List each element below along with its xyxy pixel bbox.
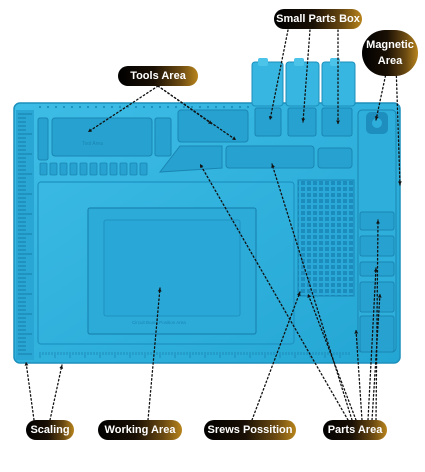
arrowhead-icon <box>376 220 380 224</box>
arrowhead-icon <box>307 294 312 298</box>
arrowhead-icon <box>374 116 379 120</box>
screws-grid <box>297 179 355 297</box>
label-magnetic-area: Magnetic Area <box>362 30 418 76</box>
arrowhead-icon <box>336 120 340 124</box>
arrowhead-icon <box>208 120 212 124</box>
working-area-embossed: Circuit Board Position Area <box>132 320 186 325</box>
arrowhead-icon <box>157 288 162 292</box>
scaling-ruler <box>16 110 34 360</box>
working-area <box>37 181 295 345</box>
parts-area <box>359 211 395 353</box>
arrowhead-icon <box>59 365 64 369</box>
label-magnetic-line2: Area <box>377 55 403 67</box>
label-small-parts-box: Small Parts Box <box>274 9 362 29</box>
label-magnetic-line1: Magnetic <box>366 39 414 51</box>
arrowhead-icon <box>271 164 275 168</box>
arrowhead-icon <box>24 362 29 366</box>
arrowhead-icon <box>397 181 402 185</box>
arrowhead-icon <box>296 292 301 296</box>
tools-area-compartments <box>37 107 353 161</box>
arrowhead-icon <box>232 136 236 140</box>
arrowhead-icon <box>377 294 382 298</box>
arrowhead-icon <box>354 330 359 334</box>
angled-slot <box>158 145 223 173</box>
label-parts-area: Parts Area <box>323 420 387 440</box>
label-tools-area: Tools Area <box>118 66 198 86</box>
tools-area-embossed: Tool Area <box>82 141 103 147</box>
label-scaling: Scaling <box>26 420 74 440</box>
arrowhead-icon <box>200 164 204 168</box>
label-working-area: Working Area <box>98 420 182 440</box>
arrowhead-icon <box>268 116 273 120</box>
arrowhead-icon <box>301 118 306 122</box>
arrowhead-icon <box>373 268 378 272</box>
arrowhead-icon <box>88 128 92 132</box>
label-screws-position: Srews Possition <box>204 420 296 440</box>
small-parts-boxes <box>251 58 356 107</box>
